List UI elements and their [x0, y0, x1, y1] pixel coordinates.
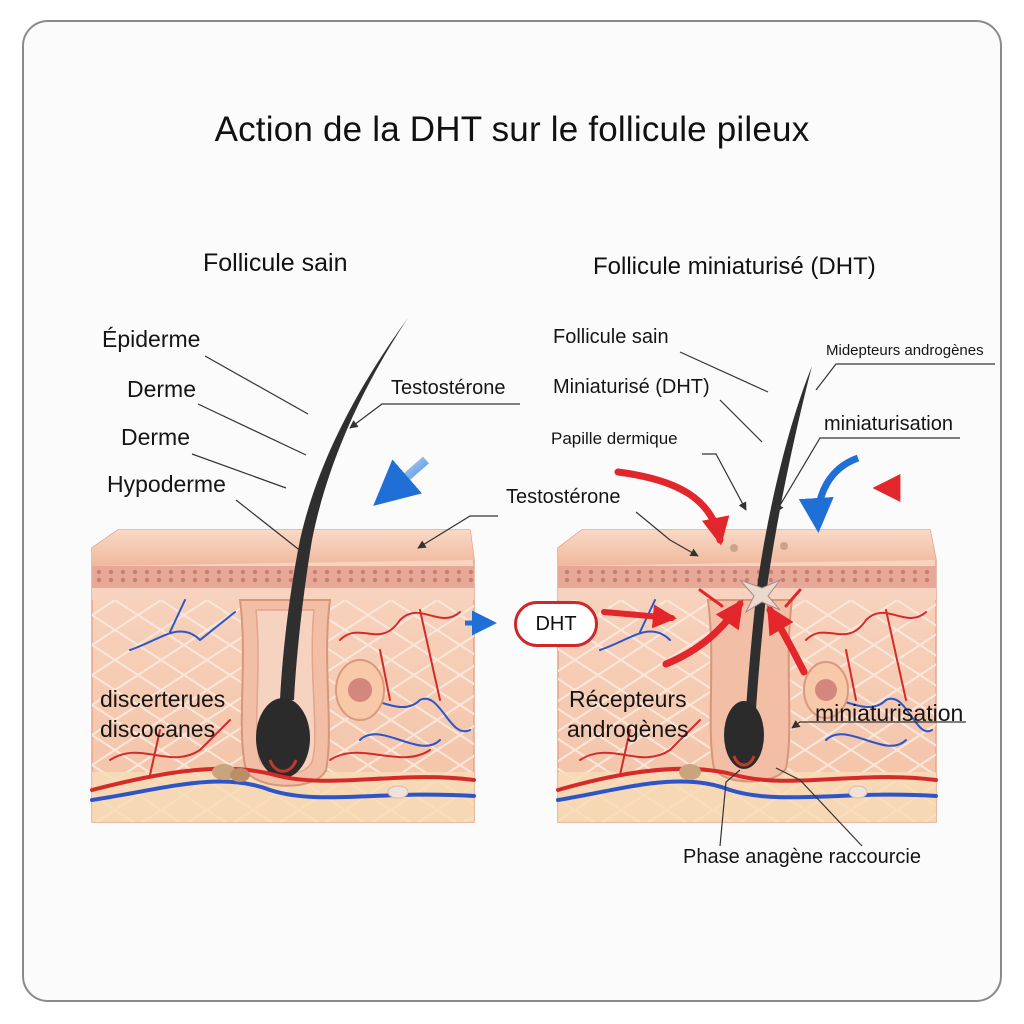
- label-testosterone-center: Testostérone: [506, 486, 621, 508]
- label-phase-anagene: Phase anagène raccourcie: [683, 846, 921, 868]
- left-panel-heading: Follicule sain: [203, 249, 348, 277]
- label-derme-lower: Derme: [121, 424, 191, 450]
- diagram-title: Action de la DHT sur le follicule pileux: [214, 110, 810, 149]
- label-epiderme: Épiderme: [102, 326, 201, 352]
- label-follicule-sain: Follicule sain: [553, 326, 669, 348]
- label-recepteurs: Récepteurs: [569, 686, 687, 712]
- label-hypoderme: Hypoderme: [107, 471, 226, 497]
- label-midepteurs-androgenes: Midepteurs androgènes: [826, 342, 984, 359]
- label-androgenes: androgènes: [567, 716, 689, 742]
- label-miniaturisation-side: miniaturisation: [815, 700, 964, 726]
- label-discocanes: discocanes: [100, 716, 216, 742]
- right-panel-heading: Follicule miniaturisé (DHT): [593, 253, 876, 280]
- dht-badge: DHT: [514, 601, 598, 647]
- label-miniaturisation-top: miniaturisation: [824, 413, 953, 435]
- label-discerterues: discerterues: [100, 686, 226, 712]
- label-testosterone-left: Testostérone: [391, 377, 506, 399]
- label-miniaturise: Miniaturisé (DHT): [553, 376, 710, 398]
- figure-frame: [22, 20, 1002, 1002]
- label-derme-upper: Derme: [127, 376, 197, 402]
- label-papille-dermique: Papille dermique: [551, 429, 678, 448]
